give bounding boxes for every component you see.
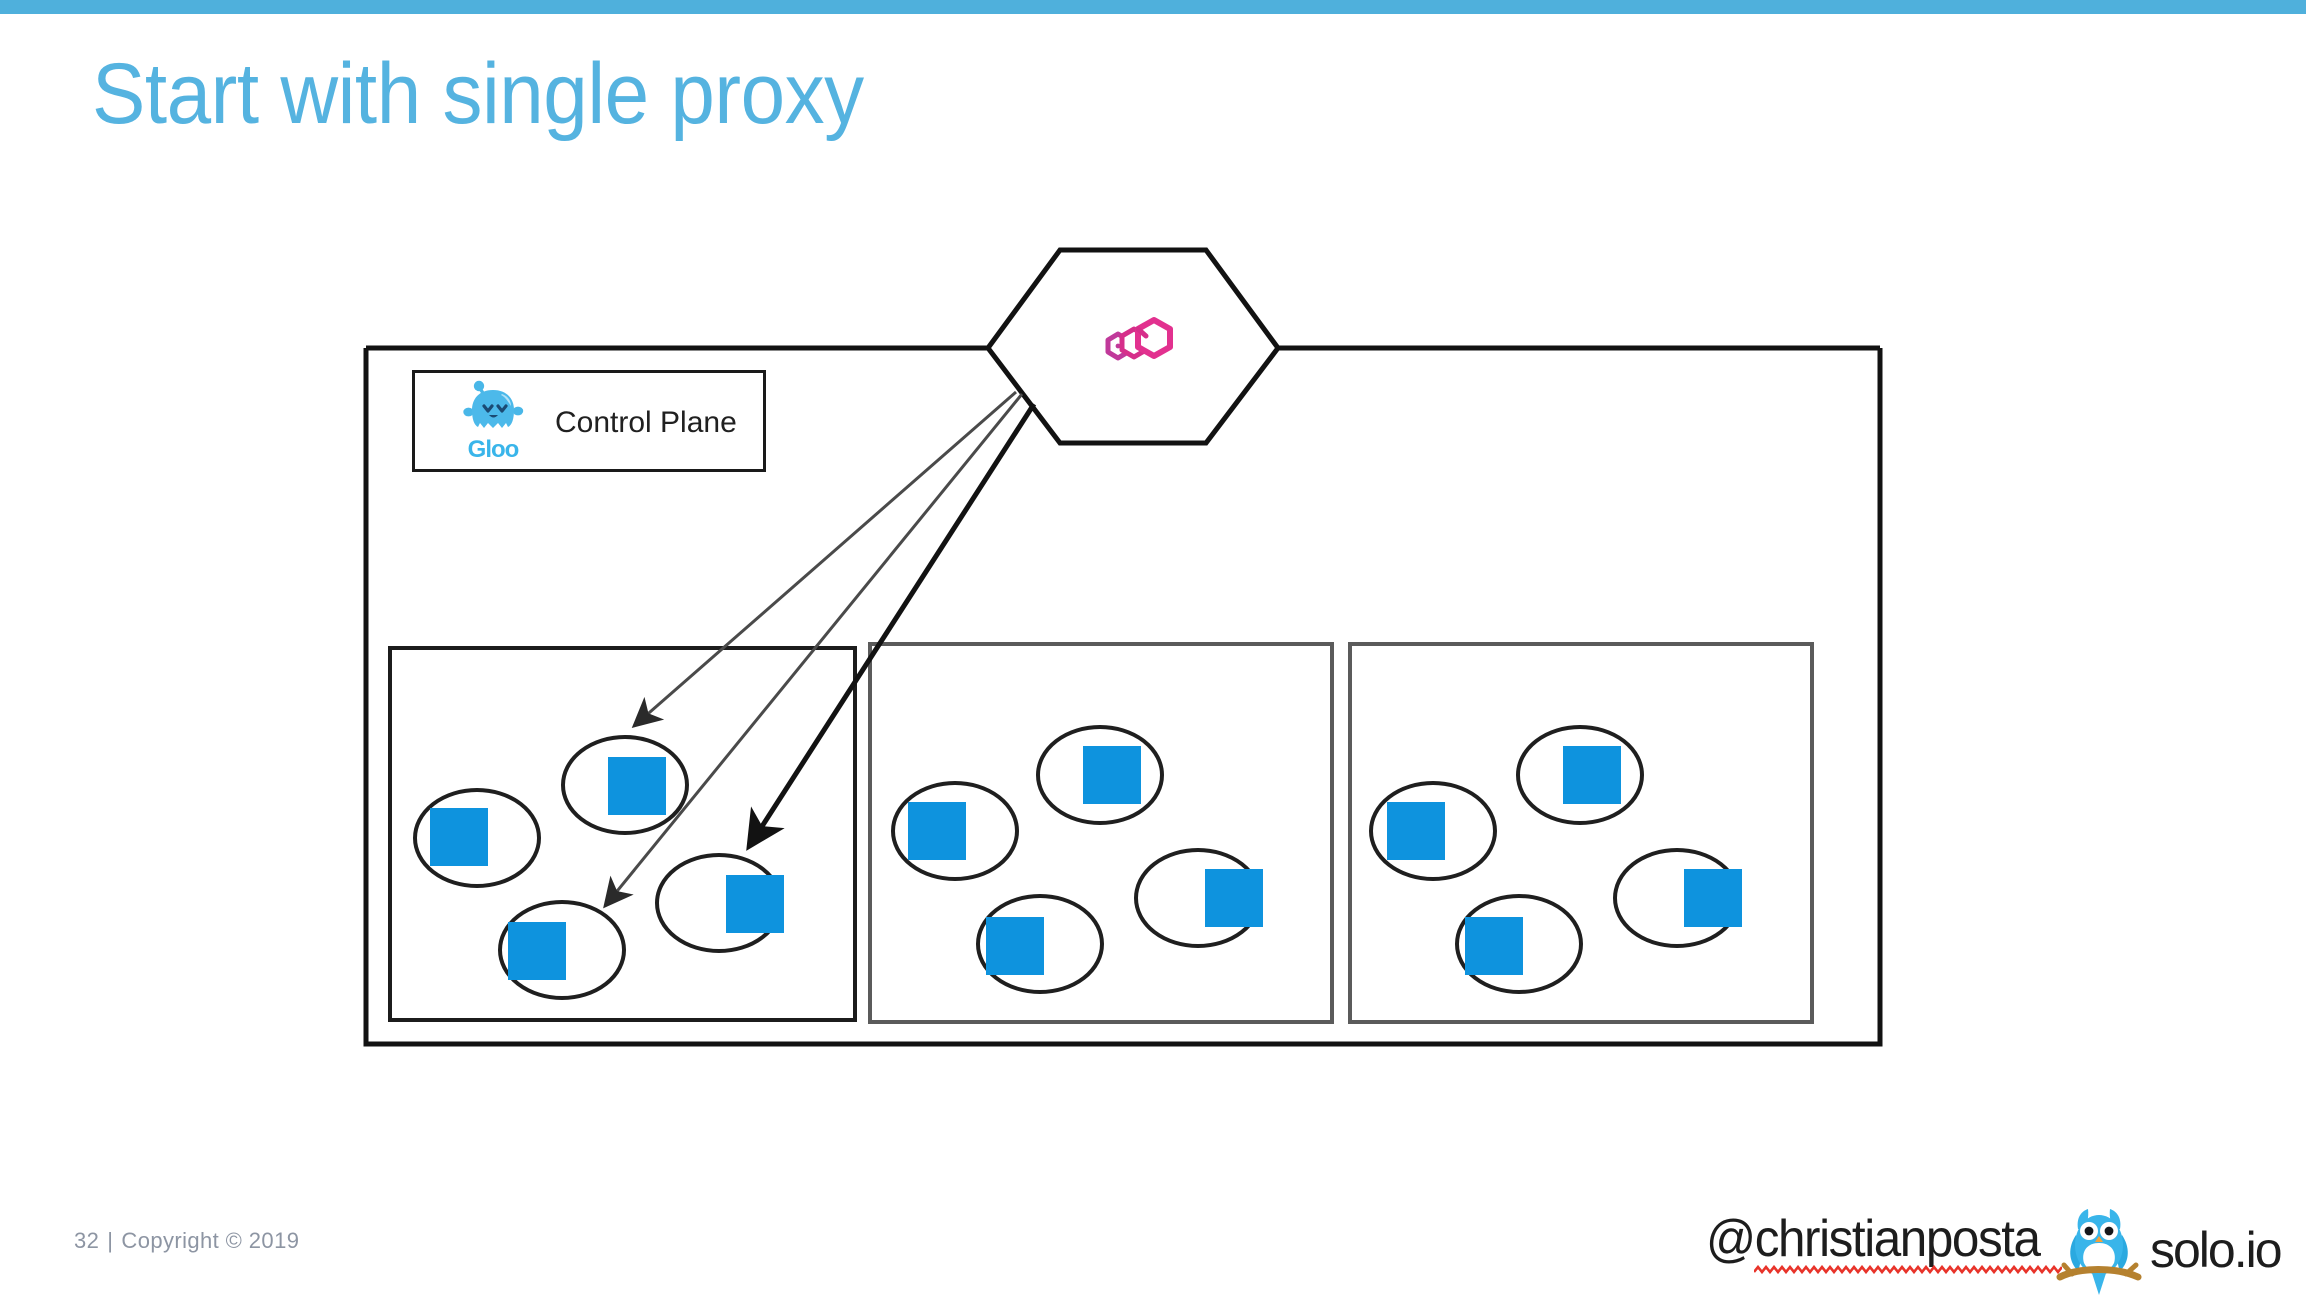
- pod-3-2[interactable]: [1516, 725, 1644, 825]
- container-icon: [1563, 746, 1621, 804]
- solo-io-logo[interactable]: solo.io: [2056, 1205, 2286, 1297]
- pod-1-3[interactable]: [498, 900, 626, 1000]
- pod-3-1[interactable]: [1369, 781, 1497, 881]
- container-icon: [1684, 869, 1742, 927]
- spellcheck-squiggle-icon: [1754, 1265, 2062, 1275]
- gloo-mascot-icon: [463, 380, 524, 428]
- pod-1-4[interactable]: [655, 853, 784, 953]
- copyright-text: Copyright © 2019: [121, 1228, 300, 1253]
- pod-3-3[interactable]: [1455, 894, 1583, 994]
- twitter-handle[interactable]: @christianposta: [1706, 1210, 2041, 1268]
- container-icon: [1083, 746, 1141, 804]
- page-number: 32: [74, 1228, 100, 1253]
- control-plane-box[interactable]: Gloo Control Plane: [412, 370, 766, 472]
- container-icon: [908, 802, 966, 860]
- container-icon: [1205, 869, 1263, 927]
- footer-copyright: 32 | Copyright © 2019: [74, 1228, 299, 1254]
- pod-1-1[interactable]: [413, 788, 541, 888]
- arrow-to-pod-1-3: [603, 393, 1024, 909]
- container-icon: [1465, 917, 1523, 975]
- container-icon: [508, 922, 566, 980]
- pod-2-2[interactable]: [1036, 725, 1164, 825]
- gloo-wordmark: Gloo: [467, 436, 520, 463]
- envoy-hexagon-icon: [1105, 317, 1173, 361]
- deployment-boundary: [363, 345, 1883, 1047]
- arrow-to-pod-1-4: [746, 402, 1037, 851]
- container-icon: [1387, 802, 1445, 860]
- container-icon: [608, 757, 666, 815]
- pod-2-3[interactable]: [976, 894, 1104, 994]
- arrow-to-pod-1-2: [631, 390, 1017, 728]
- container-icon: [430, 808, 488, 866]
- proxy-to-pod-arrows: [603, 390, 1037, 909]
- pod-3-4[interactable]: [1613, 848, 1742, 948]
- pod-1-2[interactable]: [561, 735, 689, 835]
- footer-separator: |: [107, 1228, 114, 1253]
- container-icon: [986, 917, 1044, 975]
- pod-2-1[interactable]: [891, 781, 1019, 881]
- solo-owl-icon: [2056, 1209, 2142, 1295]
- pod-2-4[interactable]: [1134, 848, 1263, 948]
- solo-io-wordmark: solo.io: [2150, 1222, 2283, 1278]
- container-icon: [726, 875, 784, 933]
- page-title: Start with single proxy: [92, 46, 864, 142]
- control-plane-label: Control Plane: [555, 406, 737, 439]
- twitter-handle-block[interactable]: @christianposta: [1706, 1209, 2062, 1275]
- gloo-logo: Gloo: [445, 377, 541, 473]
- slide-accent-bar: [0, 0, 2306, 14]
